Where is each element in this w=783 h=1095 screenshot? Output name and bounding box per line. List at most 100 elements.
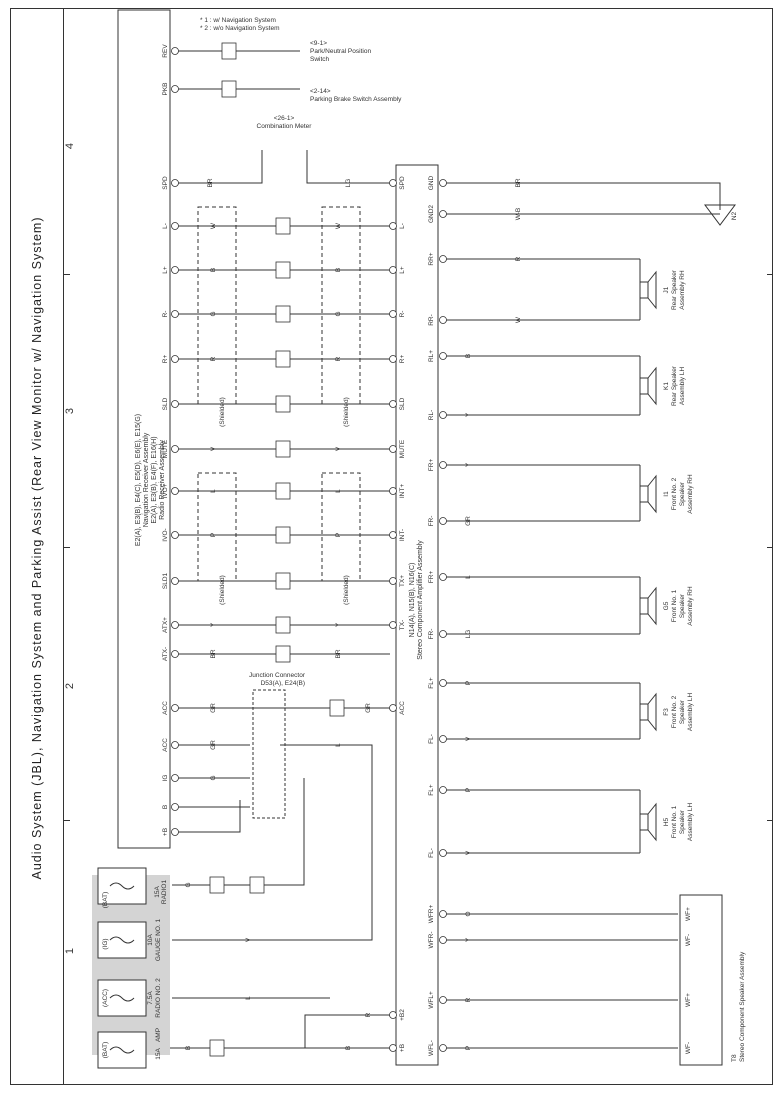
title-bar <box>10 8 64 1085</box>
spk-g5-id: G5 <box>663 601 670 610</box>
amp-pin-label: TX+ <box>399 575 406 587</box>
diagram-text: E2(A), E3(B), E4(C), E5(D), E6(E), E15(G… <box>102 17 746 1062</box>
receiver-pin-label: L+ <box>162 266 169 274</box>
amp-pin-label: FR- <box>428 516 435 527</box>
receiver-pin-label: REV <box>162 44 169 58</box>
receiver-pin-label: ATX- <box>162 647 169 661</box>
wire-color-label: L <box>465 575 472 579</box>
wire-color-label: L <box>335 489 342 493</box>
receiver-pin-label: SLD <box>162 397 169 410</box>
amplifier-body <box>395 164 439 1066</box>
amp-pin-label: SLD <box>399 397 406 410</box>
fuse-4-rating: 15A <box>155 1048 162 1060</box>
woofer-pin-label: WF+ <box>685 993 692 1007</box>
amp-pin-label: RR- <box>428 314 435 326</box>
wire-color-label: G <box>185 882 192 887</box>
fuse-4-name: AMP <box>155 1028 162 1042</box>
receiver-pin-label: PKB <box>162 82 169 95</box>
fuse-4-source: (BAT) <box>102 1042 109 1059</box>
amp-pin-label: TX- <box>399 620 406 630</box>
wire-color-label: V <box>245 937 252 942</box>
wire-color-label: BR <box>207 178 214 187</box>
amp-pin-label: INT- <box>399 529 406 541</box>
wire-color-label: V <box>335 446 342 451</box>
amp-pin-label: FL- <box>428 734 435 744</box>
wire-color-label: P <box>335 533 342 537</box>
receiver-pin-label: B <box>162 805 169 809</box>
amp-pin-label: FL- <box>428 848 435 858</box>
amp-pin-label: FL+ <box>428 784 435 796</box>
wire-color-labels: BR LG W W B B G G R R V V L L P P Y Y BR… <box>185 178 522 1050</box>
shielded-label: (Shielded) <box>343 575 350 605</box>
speaker-wires <box>446 258 678 1049</box>
amp-pin-label: GND <box>428 175 435 190</box>
receiver-pin-label: SLD1 <box>162 572 169 589</box>
shielded-label: (Shielded) <box>219 397 226 427</box>
fuse-1-source: (BAT) <box>102 892 109 909</box>
wire-color-label: R <box>365 1012 372 1017</box>
spk-h5-name-2: Speaker <box>679 809 686 834</box>
shielded-label: (Shielded) <box>343 397 350 427</box>
spk-j1-name: Rear Speaker <box>671 269 678 310</box>
zone-tick <box>64 820 70 821</box>
wire-color-label: B <box>345 1046 352 1050</box>
receiver-pin-labels: REV PKB SPD L- L+ R- R+ SLD MUTE IVO+ IV… <box>162 44 169 836</box>
amp-pin-label: FR+ <box>428 459 435 472</box>
meter-name-label: Combination Meter <box>257 123 313 130</box>
wire-color-label: Y <box>465 937 472 942</box>
spk-h5-name-3: Assembly LH <box>687 803 694 842</box>
receiver-alt-connectors-label: E2(A), E3(B), E4(F), E16(H) <box>151 436 158 523</box>
wire-color-label: LG <box>345 179 352 188</box>
amp-pin-label: MUTE <box>399 439 406 458</box>
diagram-frame <box>10 8 773 1085</box>
amplifier-pin-circles <box>389 179 447 1052</box>
spk-h5-name: Front No. 1 <box>671 805 678 838</box>
wire-color-label: O <box>465 911 472 916</box>
spk-h5-id: H5 <box>663 817 670 826</box>
amp-pin-label: WFL+ <box>428 991 435 1009</box>
receiver-pin-label: R- <box>162 311 169 318</box>
amp-pin-label: +B2 <box>399 1009 406 1021</box>
zone-tick <box>64 547 70 548</box>
woofer-pin-label: WF- <box>685 1042 692 1054</box>
amp-pin-label: RL- <box>428 410 435 420</box>
receiver-pin-label: IG <box>162 775 169 782</box>
fuse-2-source: (IG) <box>102 938 109 949</box>
receiver-connectors-label: E2(A), E3(B), E4(C), E5(D), E6(E), E15(G… <box>135 414 142 546</box>
parking-brake-name: Parking Brake Switch Assembly <box>310 96 402 103</box>
park-neutral-name: Park/Neutral Position <box>310 48 371 55</box>
zone-tick <box>64 274 70 275</box>
spk-f3-name: Front No. 2 <box>671 695 678 728</box>
wire-color-label: BR <box>210 649 217 658</box>
receiver-pin-label: +B <box>162 828 169 836</box>
zone-tick <box>767 274 773 275</box>
wire-color-label: LG <box>465 630 472 639</box>
amp-pin-label: L+ <box>399 266 406 274</box>
amp-pin-label: R+ <box>399 355 406 364</box>
woofer-body <box>679 894 723 1066</box>
woofer-id: T8 <box>731 1054 738 1062</box>
park-neutral-name-2: Switch <box>310 56 330 63</box>
receiver-name-label: Navigation Receiver Assembly <box>143 432 150 527</box>
wire-color-label: G <box>335 311 342 316</box>
spk-k1-name-2: Assembly LH <box>679 367 686 406</box>
amp-pin-label: FL+ <box>428 677 435 689</box>
fuse-1-rating: 15A <box>154 886 161 898</box>
spk-j1-name-2: Assembly RH <box>679 270 686 310</box>
spk-g5-name-3: Assembly RH <box>687 586 694 626</box>
receiver-pin-label: R+ <box>162 355 169 364</box>
spk-i1-name: Front No. 2 <box>671 477 678 510</box>
wire-color-label: Y <box>465 412 472 417</box>
amplifier-name-label: Stereo Component Amplifier Assembly <box>417 540 424 660</box>
wire-color-label: P <box>210 533 217 537</box>
receiver-pin-circles <box>171 47 179 836</box>
amp-pin-label: R- <box>399 311 406 318</box>
woofer-name: Stereo Component Speaker Assembly <box>739 951 746 1062</box>
woofer-pin-label: WF- <box>685 934 692 946</box>
amp-pin-label: +B <box>399 1044 406 1052</box>
wire-color-label: BR <box>335 649 342 658</box>
wire-color-label: W <box>515 316 522 323</box>
wire-color-label: G <box>210 311 217 316</box>
speaker-icons <box>639 259 657 853</box>
woofer-pin-label: WF+ <box>685 907 692 921</box>
